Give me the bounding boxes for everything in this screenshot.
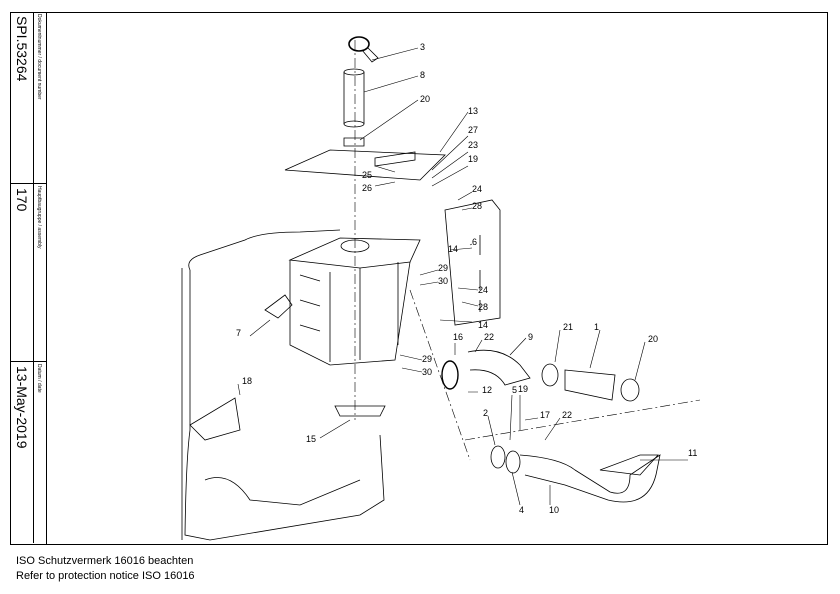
drawing-frame <box>10 12 828 545</box>
callout-label: 9 <box>528 332 533 342</box>
callout-label: 14 <box>478 320 488 330</box>
callout-label: 26 <box>362 183 372 193</box>
callout-label: 20 <box>420 94 430 104</box>
callout-label: 6 <box>472 237 477 247</box>
callout-label: 18 <box>242 376 252 386</box>
callout-label: 30 <box>422 367 432 377</box>
callout-label: 11 <box>688 448 697 458</box>
callout-label: 10 <box>549 505 559 515</box>
callout-label: 21 <box>563 322 573 332</box>
part-collar <box>343 137 365 147</box>
protection-notice-en: Refer to protection notice ISO 16016 <box>16 570 195 582</box>
callout-label: 14 <box>448 244 458 254</box>
part-exhaust <box>441 349 661 503</box>
callout-label: 23 <box>468 140 478 150</box>
part-plate <box>284 149 446 181</box>
strip-divider <box>33 12 34 543</box>
callout-label: 19 <box>468 154 478 164</box>
part-tube <box>343 68 365 128</box>
part-bracket <box>444 199 501 326</box>
callout-label: 15 <box>306 434 316 444</box>
protection-notice-de: ISO Schutzvermerk 16016 beachten <box>16 555 194 567</box>
part-harness <box>189 397 361 506</box>
callout-label: 30 <box>438 276 448 286</box>
callout-label: 19 <box>518 384 528 394</box>
callout-label: 16 <box>453 332 463 342</box>
hose-line <box>184 270 385 541</box>
callout-label: 24 <box>478 285 488 295</box>
callout-label: 29 <box>422 354 432 364</box>
hose-line <box>188 229 341 271</box>
callout-label: 24 <box>472 184 482 194</box>
part-tank <box>288 237 421 366</box>
callout-label: 13 <box>468 106 478 116</box>
callout-label: 2 <box>483 408 488 418</box>
callout-label: 28 <box>478 302 488 312</box>
callout-label: 1 <box>594 322 599 332</box>
callout-label: 29 <box>438 263 448 273</box>
part-plate-15 <box>334 405 386 417</box>
callout-label: 5 <box>512 385 517 395</box>
callout-label: 28 <box>472 201 482 211</box>
callout-label: 8 <box>420 70 425 80</box>
callout-label: 25 <box>362 170 372 180</box>
strip-separator <box>10 361 46 362</box>
part-bracket-7 <box>264 294 293 319</box>
callout-label: 22 <box>484 332 494 342</box>
callout-label: 12 <box>482 385 492 395</box>
callout-label: 3 <box>420 42 425 52</box>
callout-label: 7 <box>236 328 241 338</box>
callout-label: 27 <box>468 125 478 135</box>
callout-label: 22 <box>562 410 572 420</box>
callout-label: 17 <box>540 410 550 420</box>
title-strip: Dokumentnummer / document number SPI.532… <box>10 12 47 545</box>
part-cap <box>348 36 379 63</box>
leader-lines <box>237 47 688 506</box>
strip-separator <box>10 183 46 184</box>
callout-label: 20 <box>648 334 658 344</box>
callout-label: 4 <box>519 505 524 515</box>
